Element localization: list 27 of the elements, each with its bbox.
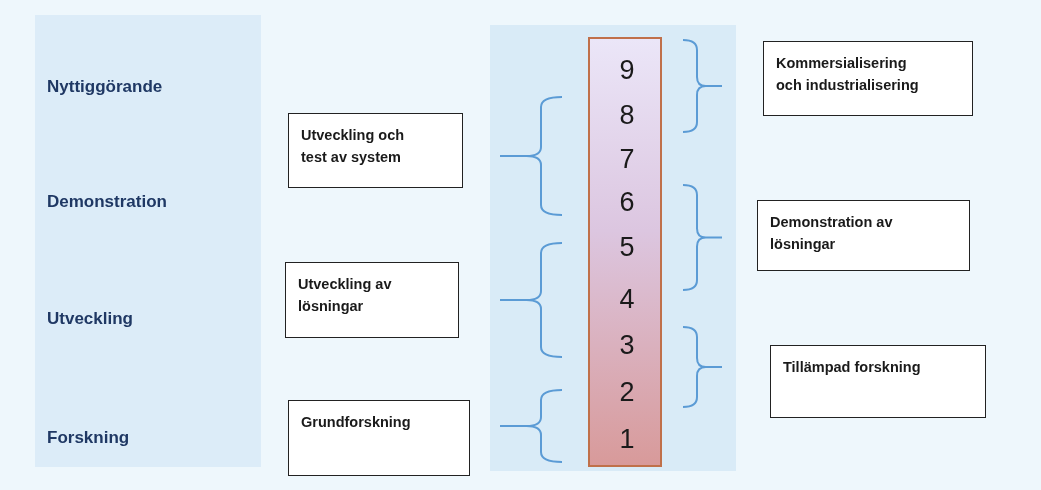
description-box <box>288 400 470 476</box>
level-number: 9 <box>618 55 636 85</box>
level-number: 1 <box>618 424 636 454</box>
description-box <box>288 113 463 188</box>
box-text: Utveckling av lösningar <box>298 275 393 316</box>
box-text: Tillämpad forskning <box>783 358 922 377</box>
level-number: 8 <box>618 100 636 130</box>
stage-label: Demonstration <box>47 192 167 212</box>
scale-panel <box>490 25 736 471</box>
description-box <box>770 345 986 418</box>
level-number: 6 <box>618 187 636 217</box>
level-number: 3 <box>618 330 636 360</box>
box-text: Grundforskning <box>301 413 412 432</box>
description-box <box>757 200 970 271</box>
level-number: 7 <box>618 144 636 174</box>
box-text: Utveckling och test av system <box>301 126 406 167</box>
level-bar <box>588 37 662 467</box>
stage-label: Nyttiggörande <box>47 77 163 97</box>
level-number: 2 <box>618 377 636 407</box>
stage-label: Forskning <box>47 428 130 448</box>
level-number: 4 <box>618 284 636 314</box>
stage-label: Utveckling <box>47 309 133 329</box>
description-box <box>763 41 973 116</box>
box-text: Kommersialisering och industrialisering <box>776 54 920 95</box>
box-text: Demonstration av lösningar <box>770 213 894 254</box>
description-box <box>285 262 459 338</box>
level-number: 5 <box>618 232 636 262</box>
